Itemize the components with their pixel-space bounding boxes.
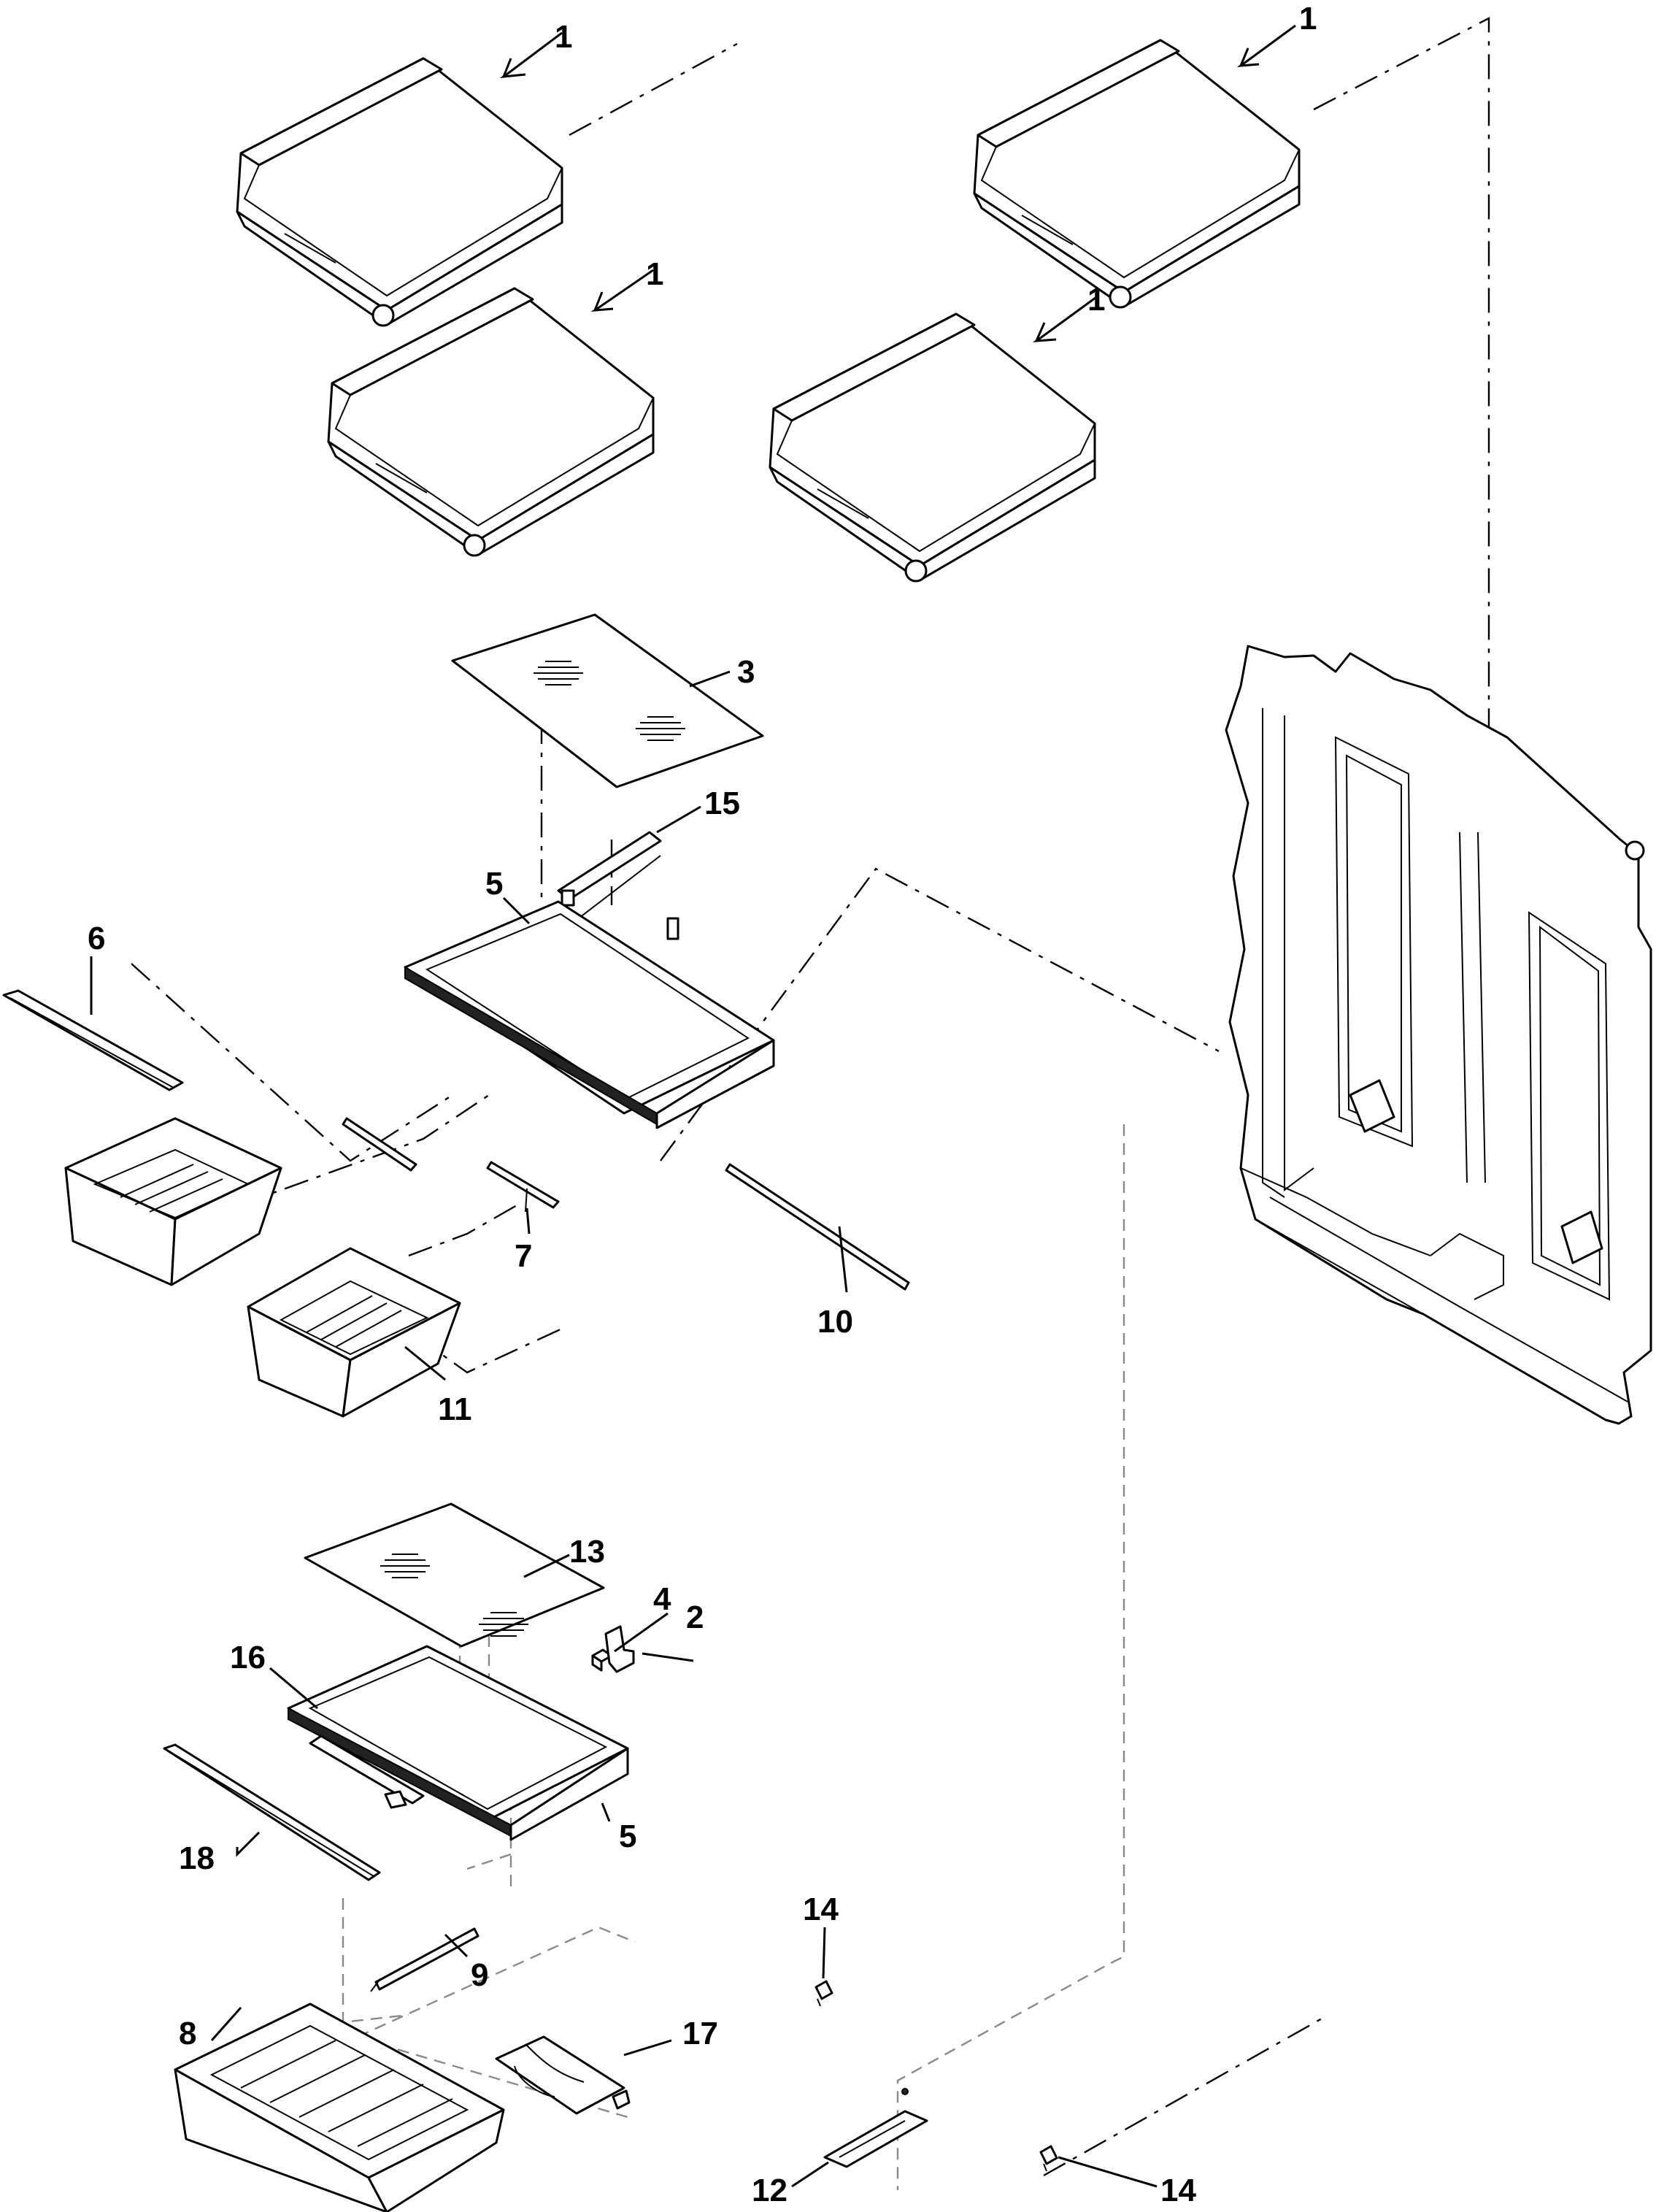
alignment-line xyxy=(342,1898,636,2038)
clip-15 xyxy=(557,831,662,921)
crisper-pan-upper xyxy=(64,1117,282,1286)
alignment-line xyxy=(1043,2013,1329,2177)
callout-18: 18 xyxy=(179,1840,215,1876)
bracket-2 xyxy=(604,1625,635,1673)
alignment-line xyxy=(569,42,738,137)
callout-5: 5 xyxy=(485,866,503,902)
callout-12: 12 xyxy=(752,2173,787,2208)
callout-10: 10 xyxy=(817,1304,853,1340)
fastener-14b xyxy=(1039,2145,1058,2172)
callout-6: 6 xyxy=(88,921,105,956)
alignment-line xyxy=(1313,17,1490,1066)
callout-16: 16 xyxy=(230,1640,266,1675)
shelf-assembly-1a xyxy=(236,57,563,327)
callout-1: 1 xyxy=(1299,1,1317,37)
callout-1: 1 xyxy=(1087,282,1105,318)
callout-5: 5 xyxy=(619,1819,636,1854)
front-trim-6 xyxy=(2,989,184,1091)
callout-17: 17 xyxy=(682,2016,718,2051)
hinge-plate-12 xyxy=(823,2088,928,2168)
alignment-line xyxy=(408,1203,519,1257)
control-slide-17 xyxy=(495,2035,631,2115)
callout-3: 3 xyxy=(737,654,755,690)
hinge-strip-16 xyxy=(309,1735,425,1809)
crisper-pan-11 xyxy=(247,1247,461,1418)
alignment-line xyxy=(660,867,1220,1161)
shelf-assembly-1d xyxy=(769,312,1096,583)
shelf-frame-5-upper xyxy=(404,900,775,1129)
callout-labels: 1 1 1 1 2 3 4 5 5 6 7 8 9 10 11 12 13 14… xyxy=(88,1,1317,2208)
callout-7: 7 xyxy=(515,1238,532,1274)
slide-rail-7a xyxy=(342,1117,417,1172)
deli-drawer-8 xyxy=(174,2002,505,2212)
callout-14: 14 xyxy=(1160,2173,1196,2208)
callout-14: 14 xyxy=(803,1892,839,1927)
leader-lines xyxy=(90,24,1296,2188)
alignment-line xyxy=(240,1094,490,1206)
callout-11: 11 xyxy=(438,1391,472,1427)
glass-shelf-13 xyxy=(304,1502,605,1648)
shelf-frame-5-lower xyxy=(287,1645,629,1841)
rod-10 xyxy=(725,1163,910,1291)
alignment-line xyxy=(896,1124,1125,2190)
callout-1: 1 xyxy=(646,256,663,292)
refrigerator-liner xyxy=(1225,645,1652,1425)
callout-1: 1 xyxy=(555,19,572,55)
callout-15: 15 xyxy=(704,786,740,821)
front-trim-18 xyxy=(163,1743,381,1881)
shelf-assembly-1b xyxy=(973,39,1301,309)
callout-8: 8 xyxy=(179,2016,196,2051)
shelf-assembly-1c xyxy=(327,287,655,557)
fastener-14a xyxy=(814,1980,833,2007)
slide-rail-7b xyxy=(486,1161,560,1213)
callout-4: 4 xyxy=(653,1581,671,1617)
glass-shelf-3 xyxy=(451,613,764,788)
callout-2: 2 xyxy=(686,1600,704,1635)
slide-9 xyxy=(370,1927,480,1992)
callout-9: 9 xyxy=(471,1957,488,1993)
alignment-line xyxy=(131,963,453,1162)
callout-13: 13 xyxy=(569,1534,605,1570)
